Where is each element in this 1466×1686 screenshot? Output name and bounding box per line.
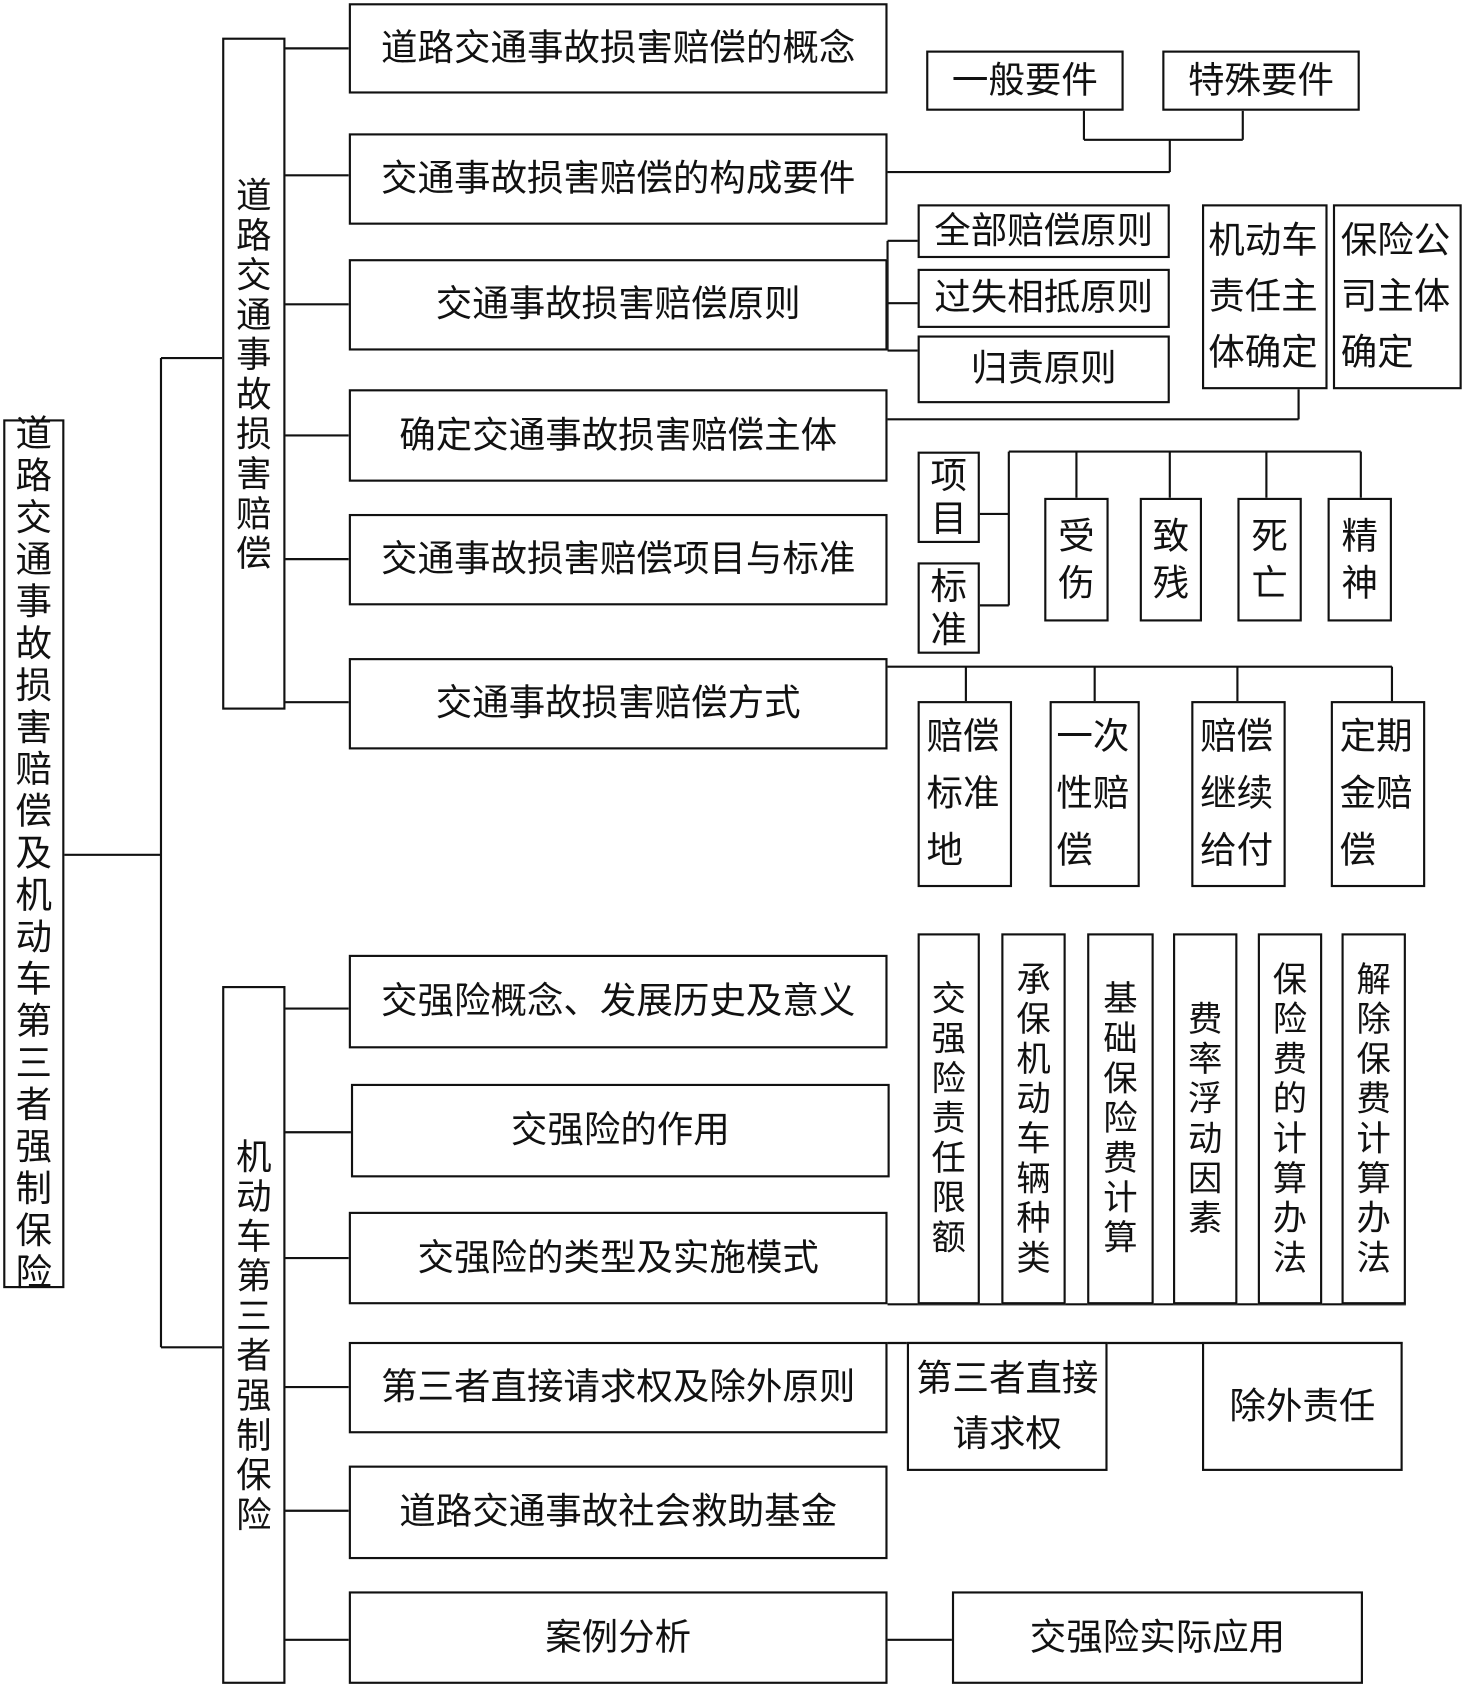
topic-node: 交通事故损害赔偿的构成要件: [348, 133, 888, 225]
topic-label: 交通事故损害赔偿方式: [435, 681, 801, 725]
detail-label: 承保机动车辆种类: [1016, 958, 1051, 1278]
detail-label: 标准: [930, 565, 967, 652]
detail-label: 解除保费计算办法: [1356, 958, 1391, 1278]
detail-node: 赔偿标准地: [917, 701, 1013, 888]
detail-label: 项目: [930, 454, 967, 541]
item-node: 受伤: [1044, 497, 1109, 622]
item-label: 受伤: [1058, 514, 1095, 605]
detail-label: 费率浮动因素: [1188, 998, 1223, 1239]
detail-node: 赔偿继续给付: [1191, 701, 1286, 888]
topic-label: 道路交通事故损害赔偿的概念: [380, 26, 856, 70]
root-label: 道路交通事故损害赔偿及机动车第三者强制保险: [15, 412, 53, 1295]
topic-label: 道路交通事故社会救助基金: [399, 1490, 838, 1534]
topic-label: 第三者直接请求权及除外原则: [380, 1365, 856, 1409]
detail-node: 交强险责任限额: [917, 933, 980, 1305]
topic-node: 交强险概念、发展历史及意义: [348, 954, 888, 1049]
item-node: 死亡: [1237, 497, 1302, 622]
detail-node: 承保机动车辆种类: [1001, 933, 1066, 1305]
topic-node: 交通事故损害赔偿项目与标准: [348, 513, 888, 606]
branch-label: 机动车第三者强制保险: [236, 1134, 272, 1535]
detail-label: 基础保险费计算: [1103, 978, 1138, 1259]
detail-label: 定期金赔偿: [1339, 715, 1413, 873]
topic-node: 道路交通事故损害赔偿的概念: [348, 3, 888, 94]
detail-node: 归责原则: [917, 335, 1170, 404]
topic-label: 交强险的类型及实施模式: [417, 1236, 819, 1280]
detail-node: 过失相抵原则: [917, 268, 1170, 328]
topic-label: 交通事故损害赔偿的构成要件: [380, 157, 856, 201]
topic-label: 交强险的作用: [510, 1108, 730, 1152]
detail-label: 第三者直接请求权: [915, 1356, 1099, 1456]
topic-node: 交强险的类型及实施模式: [348, 1211, 888, 1305]
detail-node: 定期金赔偿: [1330, 701, 1426, 888]
detail-node: 机动车责任主体确定: [1201, 204, 1328, 390]
detail-node: 标准: [917, 562, 980, 654]
detail-node: 项目: [917, 451, 980, 544]
topic-label: 案例分析: [545, 1615, 692, 1659]
topic-node: 交通事故损害赔偿方式: [348, 658, 888, 750]
detail-node: 第三者直接请求权: [906, 1341, 1108, 1471]
topic-node: 交强险的作用: [350, 1083, 890, 1178]
detail-node: 基础保险费计算: [1087, 933, 1154, 1305]
detail-node: 一次性赔偿: [1049, 701, 1140, 888]
detail-node: 解除保费计算办法: [1341, 933, 1406, 1305]
detail-label: 保险费的计算办法: [1272, 958, 1308, 1278]
item-label: 死亡: [1251, 514, 1288, 605]
detail-node: 交强险实际应用: [951, 1591, 1363, 1684]
detail-node: 特殊要件: [1162, 50, 1360, 111]
detail-node: 一般要件: [926, 50, 1124, 111]
topic-node: 确定交通事故损害赔偿主体: [348, 389, 888, 482]
topic-label: 交通事故损害赔偿项目与标准: [380, 537, 856, 581]
branch-node-compensation: 道路交通事故损害赔偿: [222, 37, 286, 710]
detail-node: 费率浮动因素: [1173, 933, 1238, 1305]
detail-label: 过失相抵原则: [934, 276, 1154, 320]
topic-label: 交强险概念、发展历史及意义: [380, 979, 856, 1023]
root-node: 道路交通事故损害赔偿及机动车第三者强制保险: [3, 413, 65, 1294]
branch-node-compulsory-insurance: 机动车第三者强制保险: [222, 986, 286, 1684]
detail-label: 全部赔偿原则: [934, 209, 1154, 253]
detail-label: 保险公司主体确定: [1340, 219, 1451, 375]
detail-node: 保险费的计算办法: [1257, 933, 1323, 1305]
topic-node: 第三者直接请求权及除外原则: [348, 1341, 888, 1434]
item-label: 精神: [1341, 514, 1379, 605]
detail-label: 一次性赔偿: [1056, 715, 1130, 873]
detail-label: 归责原则: [970, 347, 1117, 391]
topic-label: 交通事故损害赔偿原则: [435, 282, 801, 326]
topic-label: 确定交通事故损害赔偿主体: [399, 413, 838, 457]
detail-label: 除外责任: [1229, 1384, 1376, 1428]
topic-node: 交通事故损害赔偿原则: [348, 259, 888, 351]
detail-label: 机动车责任主体确定: [1208, 219, 1318, 375]
detail-label: 一般要件: [951, 58, 1098, 102]
topic-node: 道路交通事故社会救助基金: [348, 1465, 888, 1560]
detail-label: 赔偿继续给付: [1200, 715, 1274, 873]
topic-node: 案例分析: [348, 1591, 888, 1684]
detail-label: 交强险实际应用: [1029, 1615, 1286, 1659]
branch-label: 道路交通事故损害赔偿: [236, 173, 272, 574]
detail-node: 保险公司主体确定: [1332, 204, 1462, 390]
item-label: 致残: [1152, 514, 1190, 605]
detail-label: 特殊要件: [1188, 58, 1334, 102]
detail-label: 赔偿标准地: [926, 715, 1000, 873]
detail-label: 交强险责任限额: [931, 978, 966, 1259]
item-node: 精神: [1327, 497, 1392, 622]
detail-node: 全部赔偿原则: [917, 204, 1170, 259]
item-node: 致残: [1139, 497, 1202, 622]
detail-node: 除外责任: [1201, 1341, 1403, 1471]
